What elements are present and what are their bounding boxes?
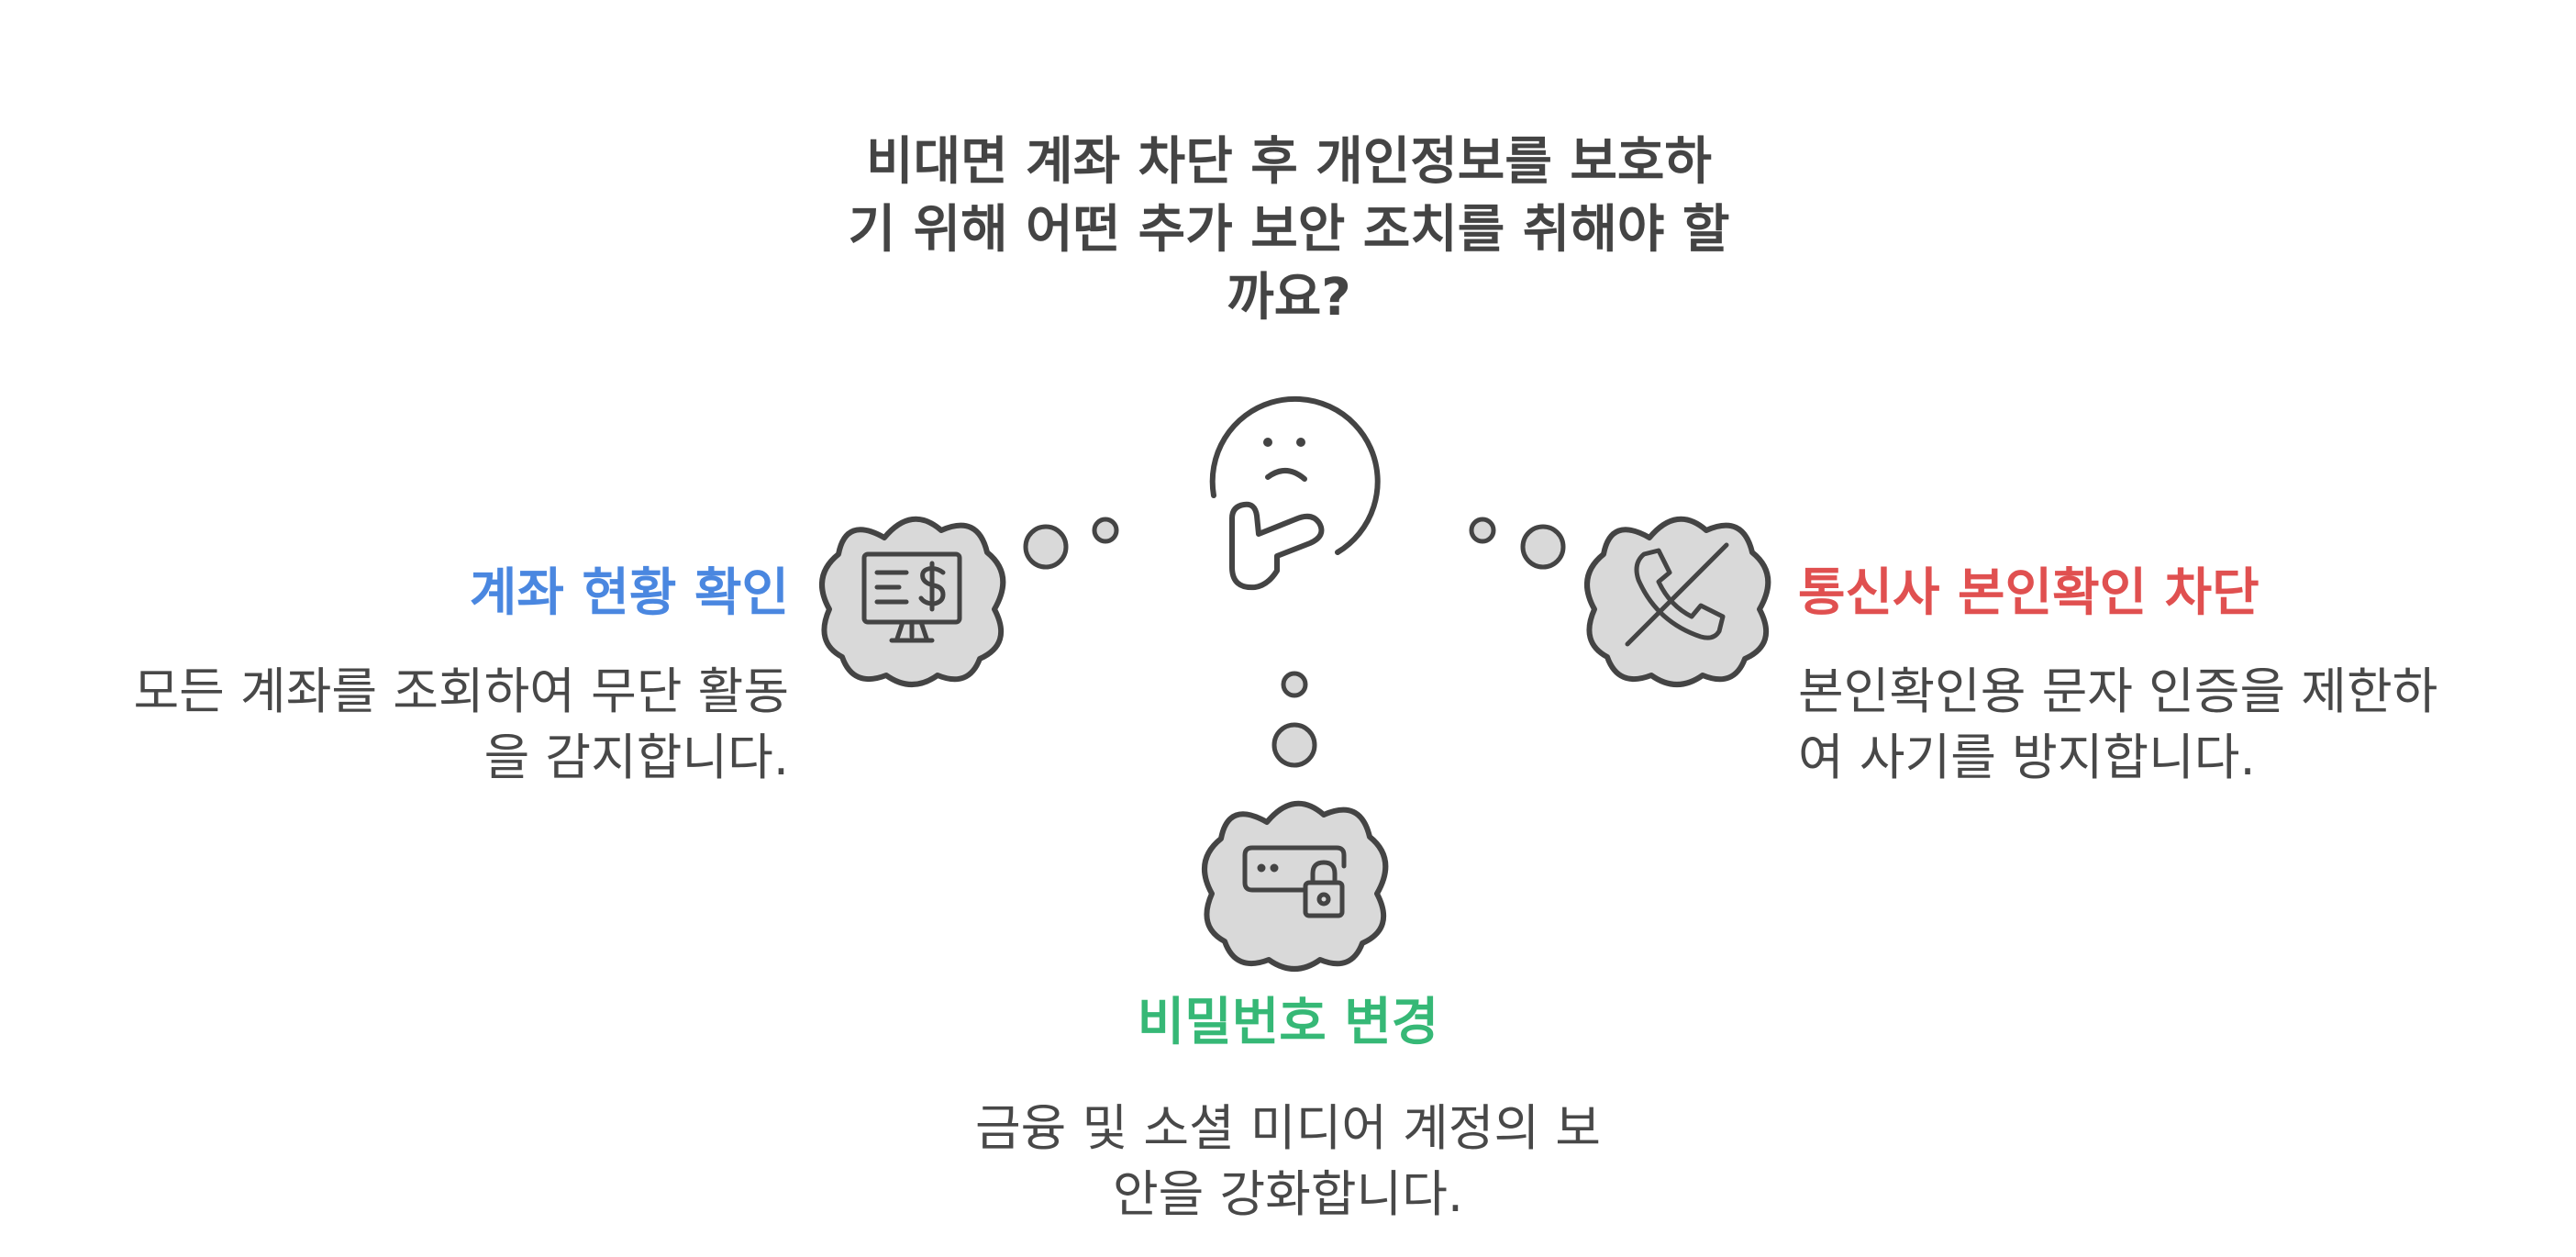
thought-dot-small-left	[1092, 517, 1119, 544]
thought-dot-small-right	[1469, 517, 1496, 544]
thought-dot-small-bottom	[1281, 671, 1308, 698]
monitor-dollar-icon	[861, 551, 962, 643]
password-lock-icon	[1242, 845, 1347, 918]
thinking-face-icon	[1209, 395, 1381, 591]
option-description-password-change: 금융 및 소셜 미디어 계정의 보 안을 강화합니다.	[975, 1099, 1601, 1223]
option-heading-account-status: 계좌 현황 확인	[469, 563, 789, 623]
thought-dot-large-right	[1520, 524, 1566, 570]
option-description-account-status: 모든 계좌를 조회하여 무단 활동 을 감지합니다.	[133, 662, 790, 786]
thought-dot-large-bottom	[1271, 722, 1317, 768]
option-heading-carrier-block: 통신사 본인확인 차단	[1798, 563, 2260, 623]
option-description-carrier-block: 본인확인용 문자 인증을 제한하 여 사기를 방지합니다.	[1798, 662, 2438, 786]
option-heading-password-change: 비밀번호 변경	[1137, 993, 1439, 1052]
question-title: 비대면 계좌 차단 후 개인정보를 보호하 기 위해 어떤 추가 보안 조치를 …	[848, 132, 1730, 328]
thought-dot-large-left	[1023, 524, 1069, 570]
cloud-right	[1584, 516, 1771, 687]
cloud-bottom	[1202, 800, 1389, 972]
cloud-left	[819, 516, 1006, 687]
phone-blocked-icon	[1625, 542, 1729, 647]
